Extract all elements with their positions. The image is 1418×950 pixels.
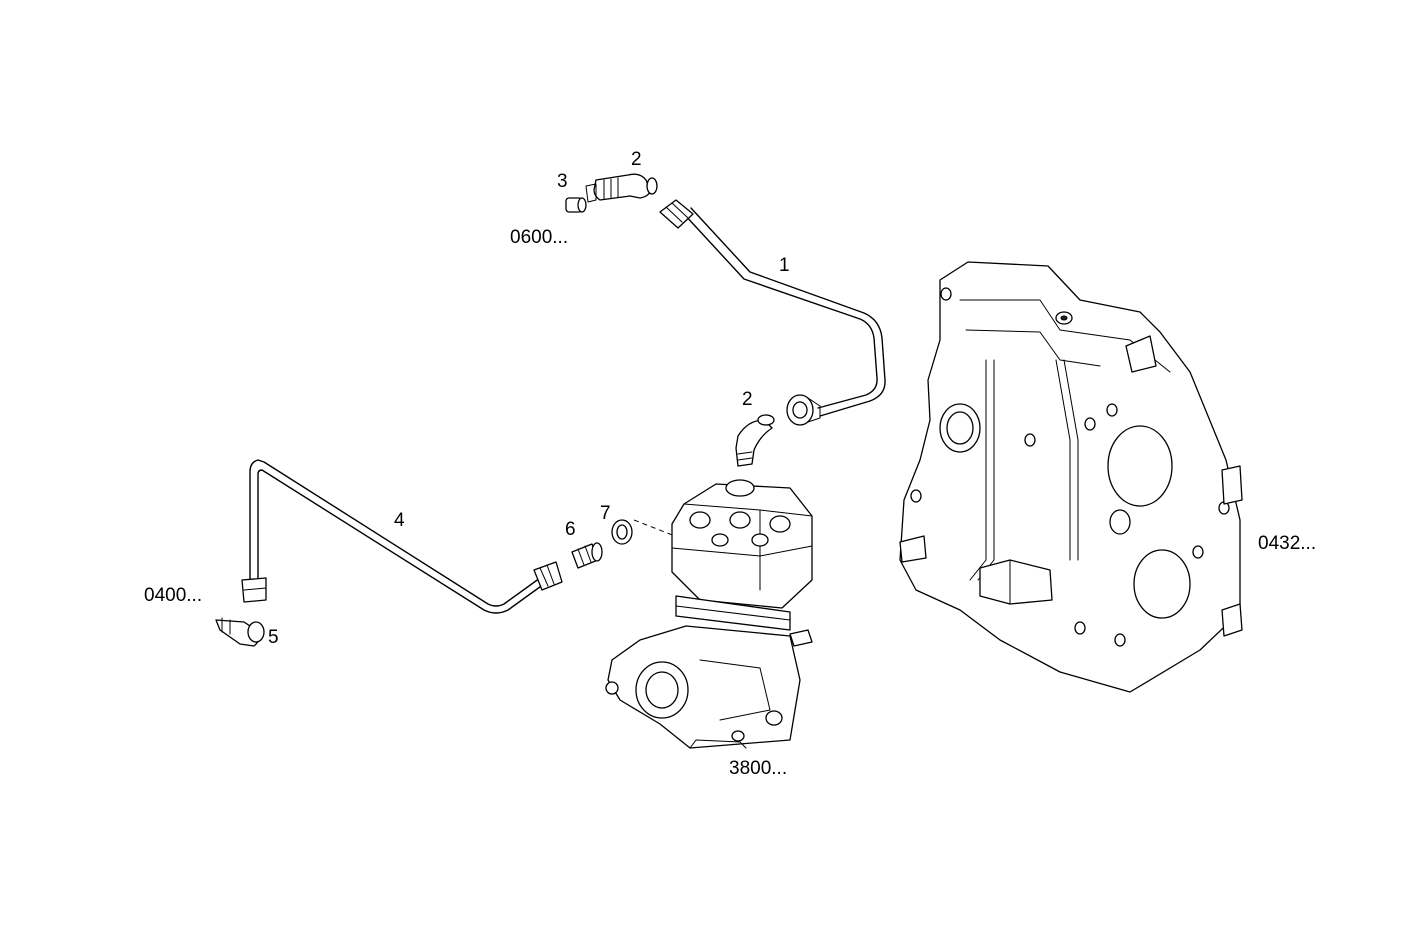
- elbow-fitting-2-upper[interactable]: [585, 173, 658, 203]
- pipe-1[interactable]: [659, 199, 886, 426]
- label-part-7: 7: [600, 503, 611, 524]
- label-ref-3800: 3800...: [729, 758, 788, 779]
- plug-3[interactable]: [565, 197, 587, 213]
- elbow-fitting-5[interactable]: [215, 617, 265, 647]
- pipe-1-nut-bottom: [786, 394, 821, 426]
- elbow-fitting-2-lower[interactable]: [735, 414, 775, 467]
- pipe-4-nut-left: [241, 577, 267, 603]
- pipe-4[interactable]: [241, 459, 563, 614]
- fitting-6[interactable]: [571, 542, 603, 569]
- label-part-2-lower: 2: [742, 389, 753, 410]
- washer-7[interactable]: [611, 519, 633, 545]
- label-part-4: 4: [394, 510, 405, 531]
- label-ref-0400: 0400...: [144, 585, 203, 606]
- timing-housing[interactable]: [899, 261, 1243, 693]
- label-part-2-upper: 2: [631, 149, 642, 170]
- label-part-1: 1: [779, 255, 790, 276]
- label-part-6: 6: [565, 519, 576, 540]
- label-ref-0432: 0432...: [1258, 533, 1317, 554]
- label-part-3: 3: [557, 171, 568, 192]
- pipe-4-nut-right: [533, 561, 563, 591]
- pipe-1-nut-top: [659, 199, 694, 229]
- label-part-5: 5: [268, 627, 279, 648]
- label-ref-0600: 0600...: [510, 227, 569, 248]
- air-compressor[interactable]: [605, 479, 813, 749]
